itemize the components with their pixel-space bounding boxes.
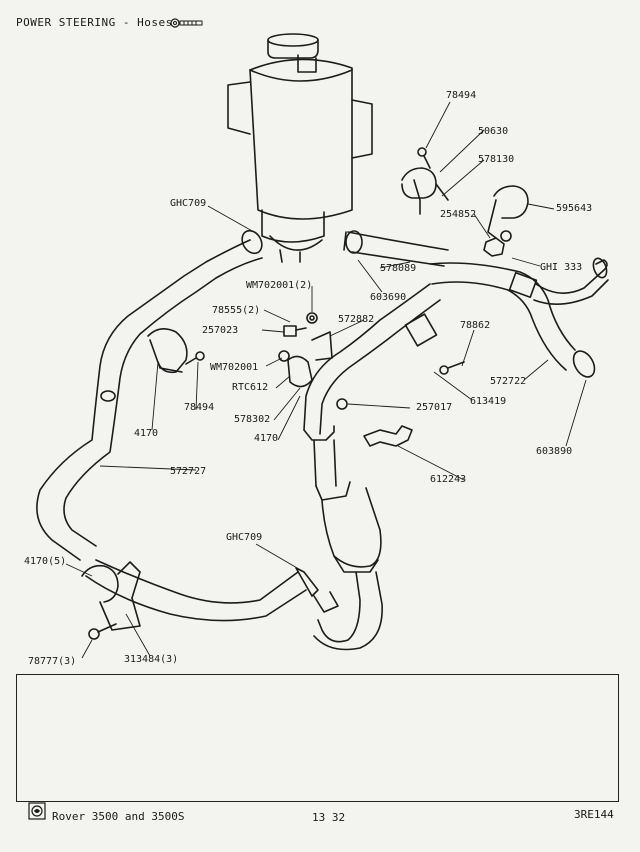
label-78777-3: 78777(3) [28, 656, 77, 667]
label-wm702001-2: WM702001(2) [246, 280, 313, 291]
label-613419: 613419 [470, 396, 507, 407]
label-257023: 257023 [202, 325, 239, 336]
bracket-612243 [363, 425, 413, 447]
hose-572882 [303, 283, 441, 651]
label-4170-5: 4170(5) [24, 556, 67, 567]
label-rtc612: RTC612 [232, 382, 269, 393]
label-254852: 254852 [440, 209, 477, 220]
washer-wm702001 [278, 312, 318, 362]
hose-572722 [429, 257, 609, 378]
nut-254852 [483, 230, 512, 257]
label-4170-left: 4170 [134, 428, 159, 439]
label-578130: 578130 [478, 154, 515, 165]
label-78862: 78862 [460, 320, 491, 331]
label-ghc709-bottom: GHC709 [226, 532, 263, 543]
footer-model: Rover 3500 and 3500S [52, 810, 185, 823]
clip-4170-bottom [81, 561, 141, 631]
screw-78862 [439, 361, 465, 375]
label-572722: 572722 [490, 376, 527, 387]
label-612243: 612243 [430, 474, 467, 485]
label-578302: 578302 [234, 414, 271, 425]
label-257017: 257017 [416, 402, 453, 413]
label-50630: 50630 [478, 126, 509, 137]
bolt-icon [170, 18, 203, 28]
label-ghc709-top: GHC709 [170, 198, 207, 209]
label-572727: 572727 [170, 466, 207, 477]
fluid-reservoir [227, 33, 373, 263]
hose-578089 [343, 230, 449, 267]
clip-595643 [487, 185, 529, 239]
hose-572727 [36, 229, 339, 622]
label-78494-left: 78494 [184, 402, 215, 413]
screw-78494-left [185, 351, 205, 365]
clip-50630 [401, 167, 449, 215]
label-78494-top: 78494 [446, 90, 477, 101]
rover-logo-icon [28, 802, 46, 820]
label-4170-mid: 4170 [254, 433, 279, 444]
bolt-257023 [283, 325, 307, 337]
label-595643: 595643 [556, 203, 593, 214]
footer-page-number: 13 32 [312, 811, 346, 824]
bolt-257017 [336, 398, 348, 410]
notes-box [16, 674, 619, 802]
label-578089: 578089 [380, 263, 417, 274]
bracket-578302 [287, 331, 333, 388]
footer-ref-code: 3RE144 [574, 808, 614, 821]
label-ghi333: GHI 333 [540, 262, 583, 273]
label-603690: 603690 [370, 292, 407, 303]
label-wm702001: WM702001 [210, 362, 259, 373]
label-572882: 572882 [338, 314, 375, 325]
screw-78494-top [417, 147, 431, 169]
label-603890: 603890 [536, 446, 573, 457]
page-title: POWER STEERING - Hoses [16, 16, 173, 29]
label-78555-2: 78555(2) [212, 305, 261, 316]
screw-78777 [88, 623, 117, 640]
label-313484-3: 313484(3) [124, 654, 179, 665]
clip-4170-mid [147, 328, 188, 374]
